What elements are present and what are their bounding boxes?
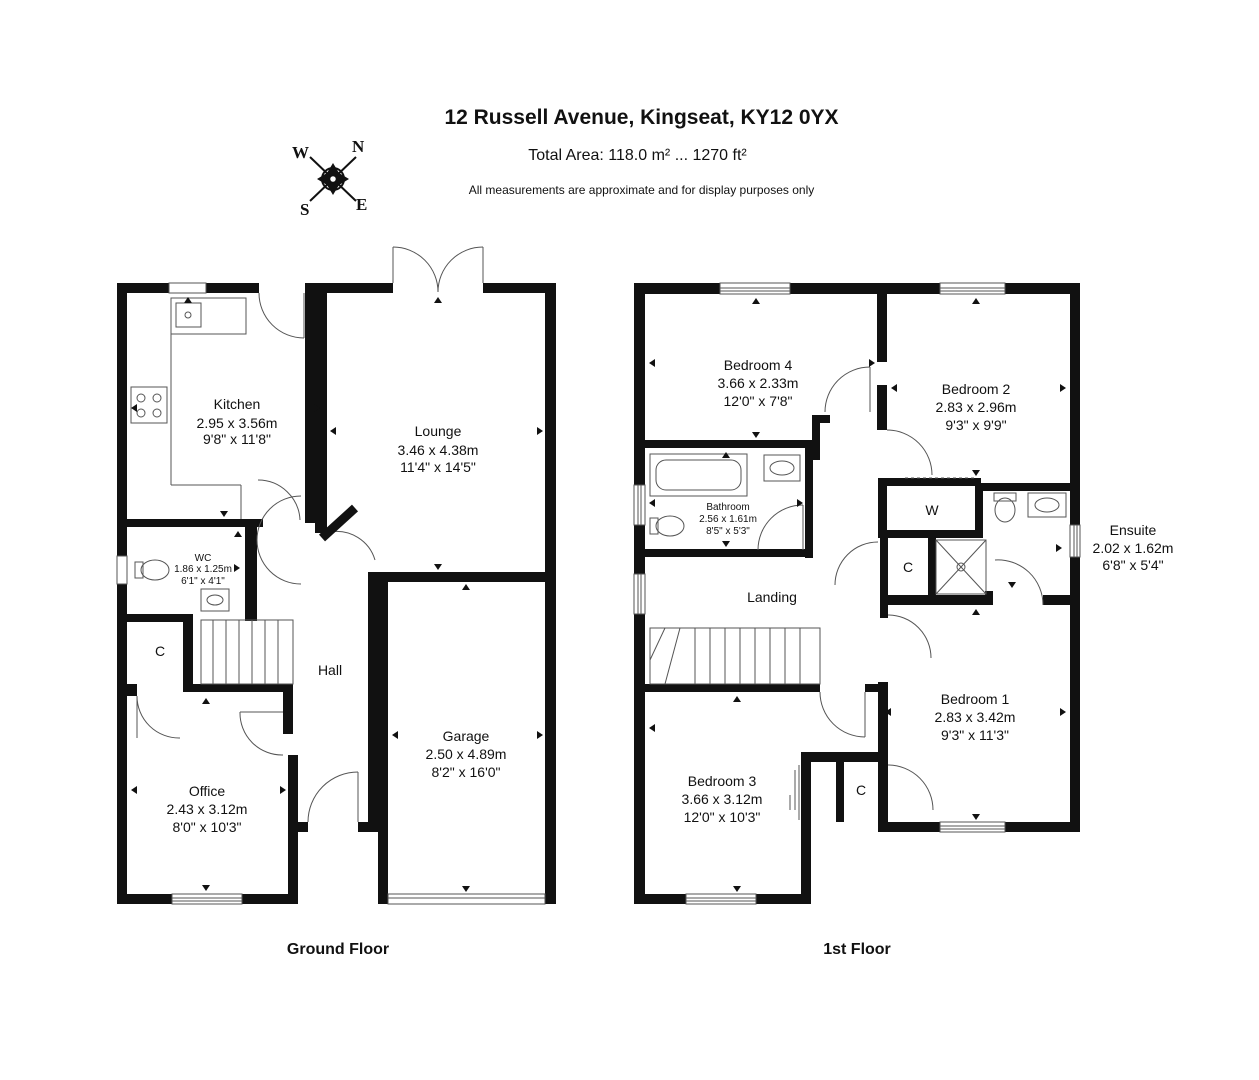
wc-imperial: 6'1" x 4'1": [181, 576, 225, 587]
lounge-metric: 3.46 x 4.38m: [398, 442, 479, 458]
bedroom3-name: Bedroom 3: [688, 773, 757, 789]
compass-rose-icon: [309, 156, 357, 202]
first-floor-details: [633, 282, 1081, 905]
bedroom2-name: Bedroom 2: [942, 381, 1011, 397]
lounge-name: Lounge: [415, 423, 462, 439]
bathroom-imperial: 8'5" x 5'3": [706, 526, 750, 537]
hall-name: Hall: [318, 662, 342, 678]
garage-metric: 2.50 x 4.89m: [426, 746, 507, 762]
office-metric: 2.43 x 3.12m: [167, 801, 248, 817]
garage-name: Garage: [443, 728, 490, 744]
bedroom1-name: Bedroom 1: [941, 691, 1010, 707]
ground-floor-arrows: [131, 297, 543, 892]
first-floor-arrows: [649, 298, 1066, 892]
bedroom3-metric: 3.66 x 3.12m: [682, 791, 763, 807]
bedroom4-metric: 3.66 x 2.33m: [718, 375, 799, 391]
bedroom4-name: Bedroom 4: [724, 357, 793, 373]
bathroom-metric: 2.56 x 1.61m: [699, 514, 757, 525]
bedroom2-metric: 2.83 x 2.96m: [936, 399, 1017, 415]
kitchen-name: Kitchen: [214, 396, 261, 412]
landing-cupboard-label: C: [903, 559, 913, 575]
plan-title: 12 Russell Avenue, Kingseat, KY12 0YX: [444, 106, 839, 129]
bedroom1-imperial: 9'3" x 11'3": [941, 727, 1009, 743]
ensuite-metric: 2.02 x 1.62m: [1093, 540, 1174, 556]
kitchen-metric: 2.95 x 3.56m: [197, 415, 278, 431]
compass-east: E: [356, 195, 367, 214]
garage-imperial: 8'2" x 16'0": [432, 764, 501, 780]
compass-west: W: [292, 143, 309, 162]
office-imperial: 8'0" x 10'3": [173, 819, 242, 835]
ensuite-name: Ensuite: [1110, 522, 1157, 538]
compass-north: N: [352, 137, 365, 156]
bedroom3-imperial: 12'0" x 10'3": [684, 809, 761, 825]
disclaimer: All measurements are approximate and for…: [468, 183, 815, 197]
ground-cupboard-label: C: [155, 643, 165, 659]
bedroom1-metric: 2.83 x 3.42m: [935, 709, 1016, 725]
first-floor-label: 1st Floor: [823, 941, 891, 958]
ground-floor-details: [116, 246, 546, 905]
lounge-imperial: 11'4" x 14'5": [400, 459, 476, 475]
total-area-text: Total Area: 118.0 m² ... 1270 ft²: [528, 147, 747, 164]
wardrobe-label: W: [925, 502, 939, 518]
office-name: Office: [189, 783, 226, 799]
ground-floor-label: Ground Floor: [287, 941, 389, 958]
compass-south: S: [300, 200, 309, 219]
bathroom-name: Bathroom: [706, 502, 749, 513]
wc-name: WC: [195, 553, 212, 564]
bedroom1-cupboard-label: C: [856, 782, 866, 798]
bedroom2-imperial: 9'3" x 9'9": [945, 417, 1006, 433]
total-area: Total Area: 118.0 m² ... 1270 ft²: [0, 147, 1259, 165]
wc-metric: 1.86 x 1.25m: [174, 564, 232, 575]
landing-name: Landing: [747, 589, 797, 605]
ensuite-imperial: 6'8" x 5'4": [1102, 557, 1163, 573]
kitchen-imperial: 9'8" x 11'8": [203, 431, 271, 447]
bedroom4-imperial: 12'0" x 7'8": [724, 393, 793, 409]
